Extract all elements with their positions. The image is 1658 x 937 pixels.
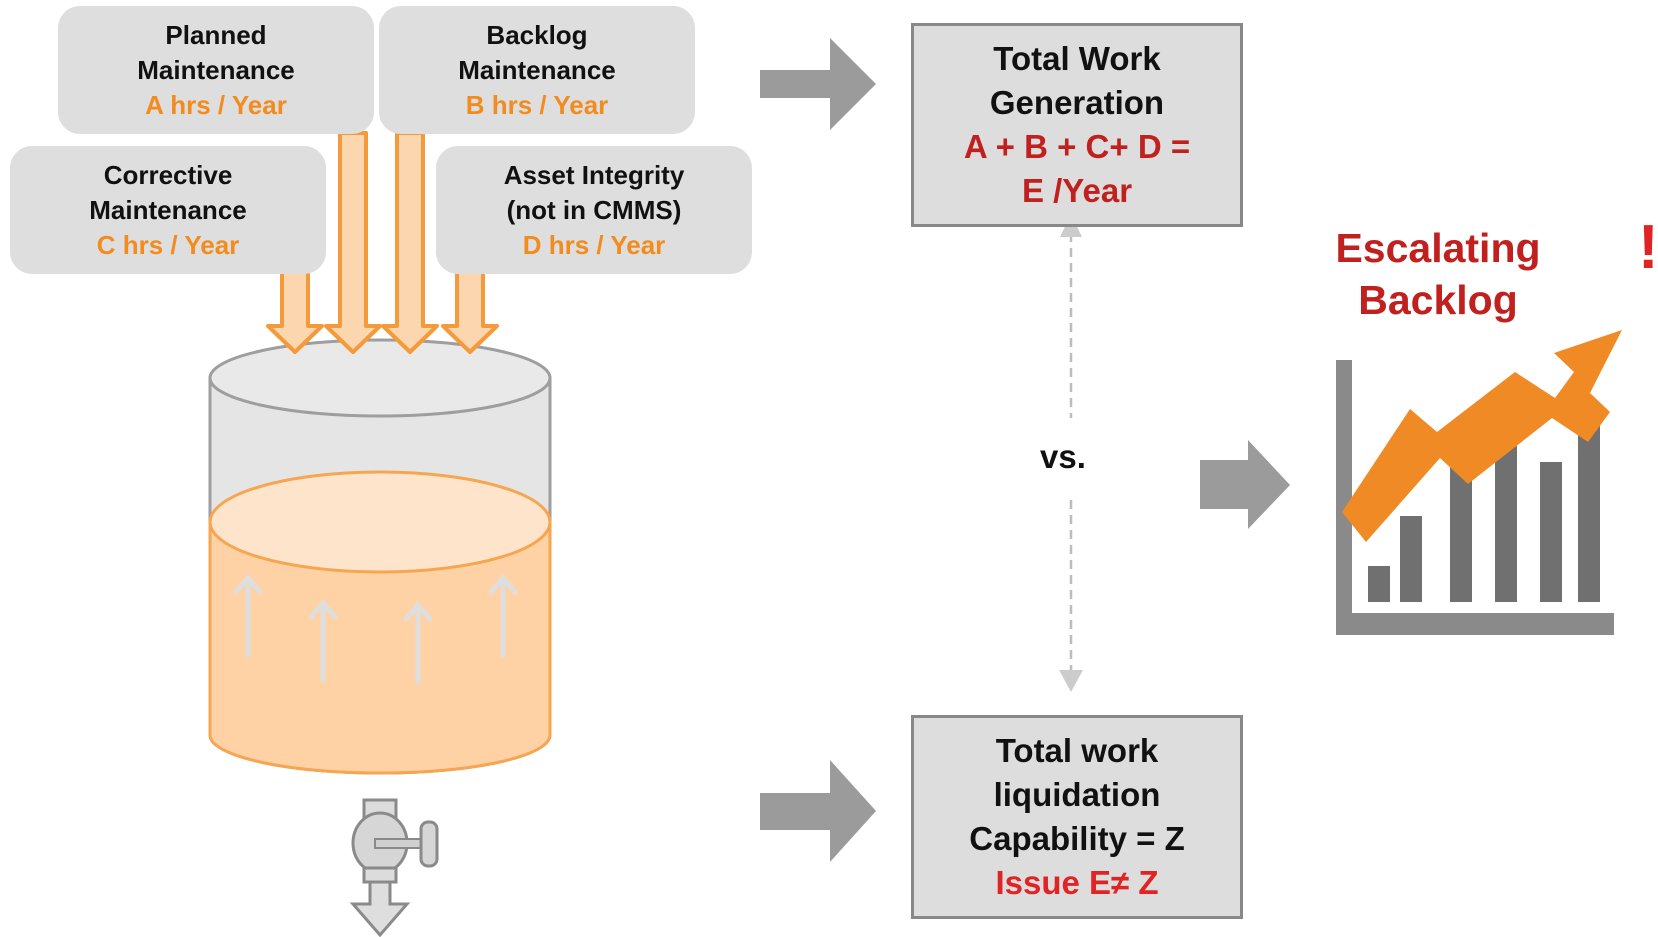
feed-arrows <box>266 131 499 354</box>
vs-label: vs. <box>1040 438 1086 475</box>
total-liquidation-issue: Issue E≠ Z <box>995 864 1159 901</box>
total-work-generation-box: Total Work Generation A + B + C+ D = E /… <box>911 23 1243 227</box>
arrow-right-icon <box>760 38 1290 862</box>
total-generation-formula-2: E /Year <box>1021 172 1133 209</box>
source-hours: D hrs / Year <box>522 229 666 260</box>
source-hours: C hrs / Year <box>96 229 240 260</box>
tank-icon <box>208 338 552 775</box>
total-liquidation-line-3: Capability = Z <box>969 820 1185 857</box>
rising-arrows <box>233 574 518 685</box>
escalating-backlog-label: Escalating Backlog <box>1318 222 1558 326</box>
total-liquidation-line-2: liquidation <box>993 776 1161 813</box>
total-liquidation-line-1: Total work <box>995 732 1159 769</box>
rising-chart-icon <box>1336 330 1622 635</box>
total-generation-line-1: Total Work <box>993 40 1161 77</box>
source-planned-maintenance: Planned Maintenance A hrs / Year <box>58 6 374 134</box>
exclamation-mark: ! <box>1638 213 1658 282</box>
total-work-liquidation-box: Total work liquidation Capability = Z Is… <box>911 715 1243 919</box>
vs-connector <box>1059 214 1083 692</box>
source-title-2: (not in CMMS) <box>506 194 682 225</box>
source-title-2: Maintenance <box>458 54 616 85</box>
source-title-1: Corrective <box>103 159 233 190</box>
source-title-2: Maintenance <box>137 54 295 85</box>
valve-icon <box>349 798 439 937</box>
source-title-2: Maintenance <box>89 194 247 225</box>
source-title-1: Backlog <box>486 19 588 50</box>
source-title-1: Asset Integrity <box>503 159 685 190</box>
source-backlog-maintenance: Backlog Maintenance B hrs / Year <box>379 6 695 134</box>
source-asset-integrity: Asset Integrity (not in CMMS) D hrs / Ye… <box>436 146 752 274</box>
total-generation-formula-1: A + B + C+ D = <box>963 128 1191 165</box>
escalating-line-1: Escalating <box>1335 225 1541 271</box>
total-generation-line-2: Generation <box>989 84 1165 121</box>
source-title-1: Planned <box>165 19 267 50</box>
escalating-line-2: Backlog <box>1358 277 1518 323</box>
source-corrective-maintenance: Corrective Maintenance C hrs / Year <box>10 146 326 274</box>
source-hours: B hrs / Year <box>465 89 609 120</box>
source-hours: A hrs / Year <box>145 89 287 120</box>
